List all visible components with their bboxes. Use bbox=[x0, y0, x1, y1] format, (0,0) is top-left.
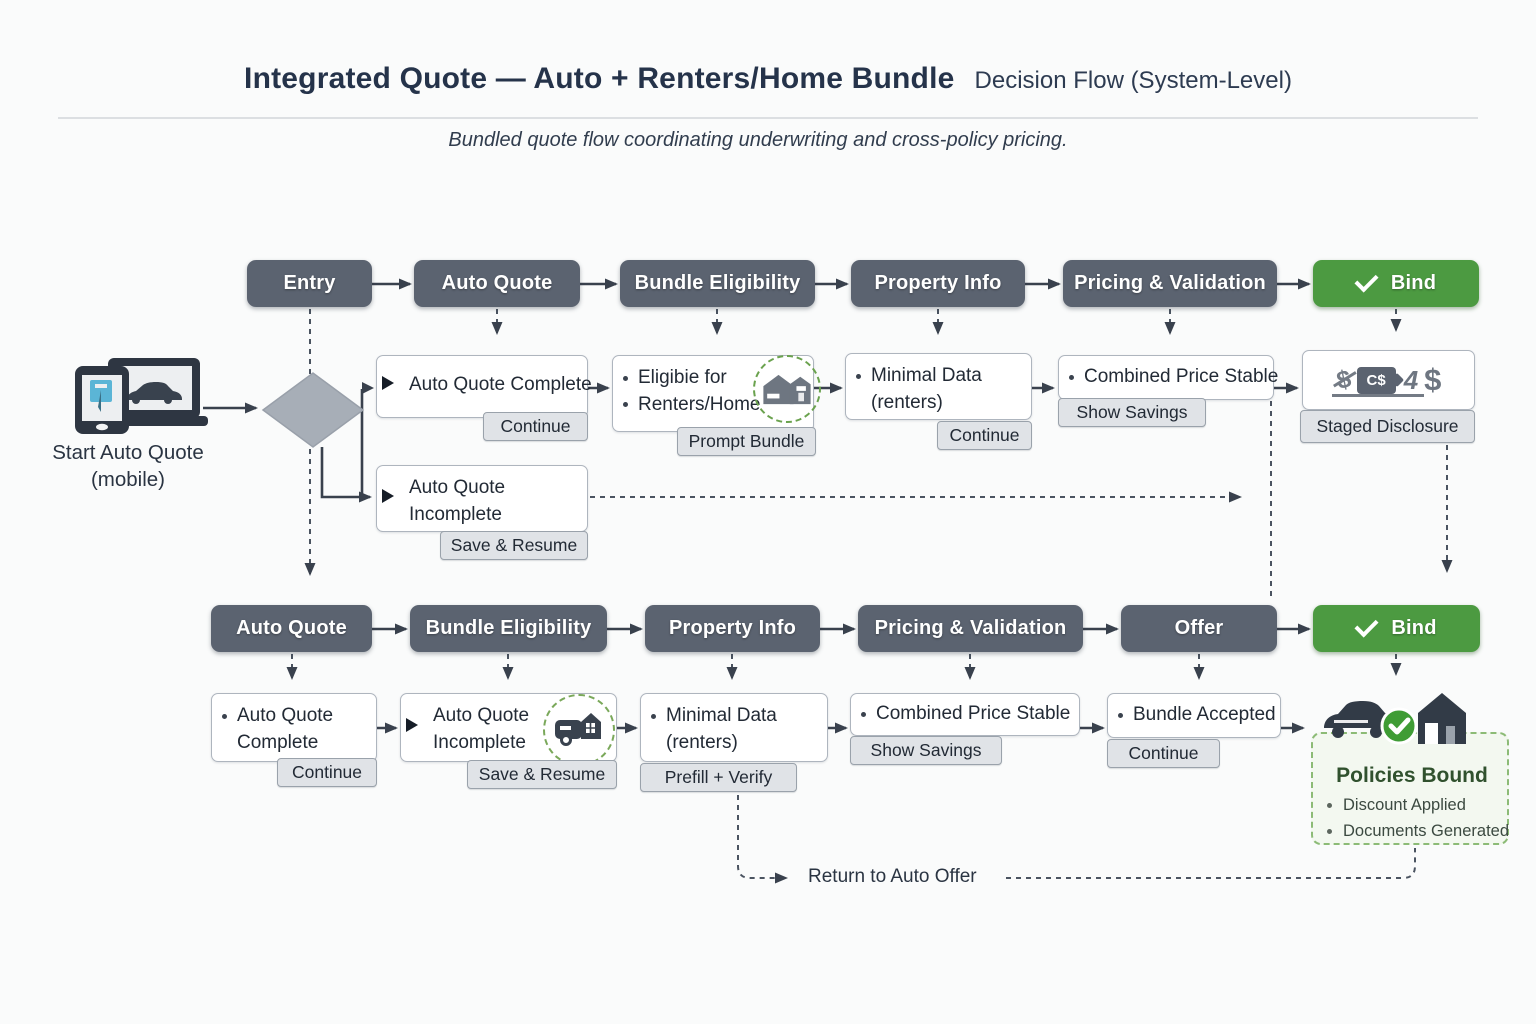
start-label: Start Auto Quote (mobile) bbox=[28, 440, 228, 493]
underline-decoration bbox=[1332, 394, 1424, 397]
bullet-dot bbox=[856, 373, 861, 379]
continue-button[interactable]: Continue bbox=[937, 421, 1032, 450]
policies-title: Policies Bound bbox=[1336, 764, 1488, 787]
camper-home-icon bbox=[543, 694, 615, 766]
stage-label: Entry bbox=[283, 272, 336, 294]
node-title: Bundle Accepted bbox=[1133, 704, 1276, 725]
node-title: Combined Price Stable bbox=[1084, 366, 1279, 387]
check-icon bbox=[1354, 613, 1379, 638]
node-line: Renters/Home bbox=[638, 393, 761, 415]
stage-label: Pricing & Validation bbox=[1074, 272, 1266, 294]
stage-top-auto-quote: Auto Quote bbox=[414, 260, 580, 307]
node-bottom-price-stable: Combined Price Stable bbox=[850, 693, 1080, 736]
node-top-auto-quote-complete: Auto Quote Complete bbox=[376, 355, 592, 418]
node-line: (renters) bbox=[666, 731, 738, 753]
node-title: Auto Quote Complete bbox=[409, 374, 592, 395]
node-line: Minimal Data bbox=[871, 365, 982, 386]
node-bottom-auto-quote-complete: Auto Quote Complete bbox=[211, 693, 377, 762]
stage-bottom-property-info: Property Info bbox=[645, 605, 820, 652]
bundle-home-icon bbox=[753, 355, 821, 423]
continue-button[interactable]: Continue bbox=[1107, 739, 1220, 768]
node-top-price-stable: Combined Price Stable bbox=[1058, 355, 1278, 400]
subtitle: Bundled quote flow coordinating underwri… bbox=[448, 129, 1068, 151]
node-line: Incomplete bbox=[409, 503, 502, 525]
stage-label: Auto Quote bbox=[441, 272, 553, 294]
bullet-dot bbox=[651, 713, 656, 719]
show-savings-button[interactable]: Show Savings bbox=[850, 736, 1002, 765]
prompt-bundle-button[interactable]: Prompt Bundle bbox=[677, 427, 816, 456]
start-label-line1: Start Auto Quote bbox=[52, 441, 204, 464]
title-suffix: Decision Flow (System-Level) bbox=[974, 67, 1292, 94]
node-line: Incomplete bbox=[433, 731, 526, 753]
stage-label: Pricing & Validation bbox=[874, 617, 1067, 639]
continue-button[interactable]: Continue bbox=[483, 412, 588, 441]
stage-top-pricing-validation: Pricing & Validation bbox=[1063, 260, 1277, 307]
page-title: Integrated Quote — Auto + Renters/Home B… bbox=[0, 62, 1536, 96]
bullet-dot bbox=[222, 713, 227, 719]
stage-bottom-auto-quote: Auto Quote bbox=[211, 605, 372, 652]
stage-top-property-info: Property Info bbox=[851, 260, 1025, 307]
node-bottom-minimal-data: Minimal Data (renters) bbox=[640, 693, 828, 762]
node-line: Eligibie for bbox=[638, 367, 727, 388]
node-line: Auto Quote bbox=[409, 477, 506, 498]
stage-label: Bind bbox=[1391, 617, 1437, 639]
bullet-dot bbox=[1327, 829, 1332, 834]
mobile-laptop-icon bbox=[75, 358, 208, 434]
dollar-slash-icon: $ bbox=[1332, 364, 1356, 395]
check-icon bbox=[1354, 268, 1379, 293]
start-label-line2: (mobile) bbox=[90, 467, 166, 491]
show-savings-button[interactable]: Show Savings bbox=[1058, 398, 1206, 427]
car-check-home-icon bbox=[1324, 693, 1466, 745]
stage-label: Bind bbox=[1390, 272, 1437, 294]
node-line: Auto Quote bbox=[433, 705, 530, 726]
save-resume-button[interactable]: Save & Resume bbox=[440, 531, 588, 560]
amount-text: 4 bbox=[1403, 364, 1419, 395]
stage-bottom-pricing-validation: Pricing & Validation bbox=[858, 605, 1083, 652]
bullet-dot bbox=[1327, 803, 1332, 808]
stage-top-entry: Entry bbox=[247, 260, 372, 307]
continue-button[interactable]: Continue bbox=[277, 758, 377, 787]
node-policies-bound: Policies Bound Discount Applied Document… bbox=[1311, 732, 1509, 845]
play-icon bbox=[406, 718, 418, 732]
stage-bottom-bundle-eligibility: Bundle Eligibility bbox=[410, 605, 607, 652]
prefill-verify-button[interactable]: Prefill + Verify bbox=[640, 763, 797, 792]
node-line: Complete bbox=[237, 731, 319, 753]
save-resume-button[interactable]: Save & Resume bbox=[467, 760, 617, 789]
bullet-dot bbox=[623, 402, 628, 408]
node-top-auto-quote-incomplete: Auto Quote Incomplete bbox=[376, 465, 588, 532]
node-bundle-accepted: Bundle Accepted bbox=[1107, 693, 1281, 738]
bullet-dot bbox=[1118, 712, 1123, 718]
title-divider bbox=[58, 117, 1478, 119]
decision-diamond bbox=[261, 372, 365, 448]
node-top-minimal-data: Minimal Data (renters) bbox=[845, 353, 1032, 420]
stage-top-bundle-eligibility: Bundle Eligibility bbox=[620, 260, 815, 307]
stage-top-bind: Bind bbox=[1313, 260, 1479, 307]
policies-bullet: Documents Generated bbox=[1343, 822, 1510, 840]
staged-disclosure-label[interactable]: Staged Disclosure bbox=[1300, 410, 1475, 443]
stage-bottom-bind: Bind bbox=[1313, 605, 1480, 652]
play-icon bbox=[382, 376, 394, 390]
dollar-icon: $ bbox=[1424, 362, 1442, 397]
stage-label: Offer bbox=[1174, 617, 1224, 639]
stage-label: Auto Quote bbox=[236, 617, 347, 639]
stage-label: Bundle Eligibility bbox=[425, 617, 592, 639]
stage-label: Property Info bbox=[874, 272, 1002, 294]
pricing-breakdown-icon: $ C$ 4 $ bbox=[1310, 358, 1468, 402]
stage-label: Property Info bbox=[668, 617, 797, 639]
bullet-dot bbox=[861, 711, 866, 717]
node-line: (renters) bbox=[871, 391, 943, 413]
policies-bullet: Discount Applied bbox=[1343, 796, 1466, 814]
bullet-dot bbox=[623, 375, 628, 381]
stage-label: Bundle Eligibility bbox=[634, 272, 801, 294]
title-main: Integrated Quote — Auto + Renters/Home B… bbox=[244, 62, 955, 95]
play-icon bbox=[382, 489, 394, 503]
return-to-auto-offer-label: Return to Auto Offer bbox=[808, 866, 977, 887]
node-title: Combined Price Stable bbox=[876, 703, 1071, 724]
stage-bottom-offer: Offer bbox=[1121, 605, 1277, 652]
node-line: Auto Quote bbox=[237, 705, 334, 726]
node-line: Minimal Data bbox=[666, 705, 777, 726]
bullet-dot bbox=[1069, 374, 1074, 380]
price-tag-icon: C$ bbox=[1356, 366, 1396, 394]
